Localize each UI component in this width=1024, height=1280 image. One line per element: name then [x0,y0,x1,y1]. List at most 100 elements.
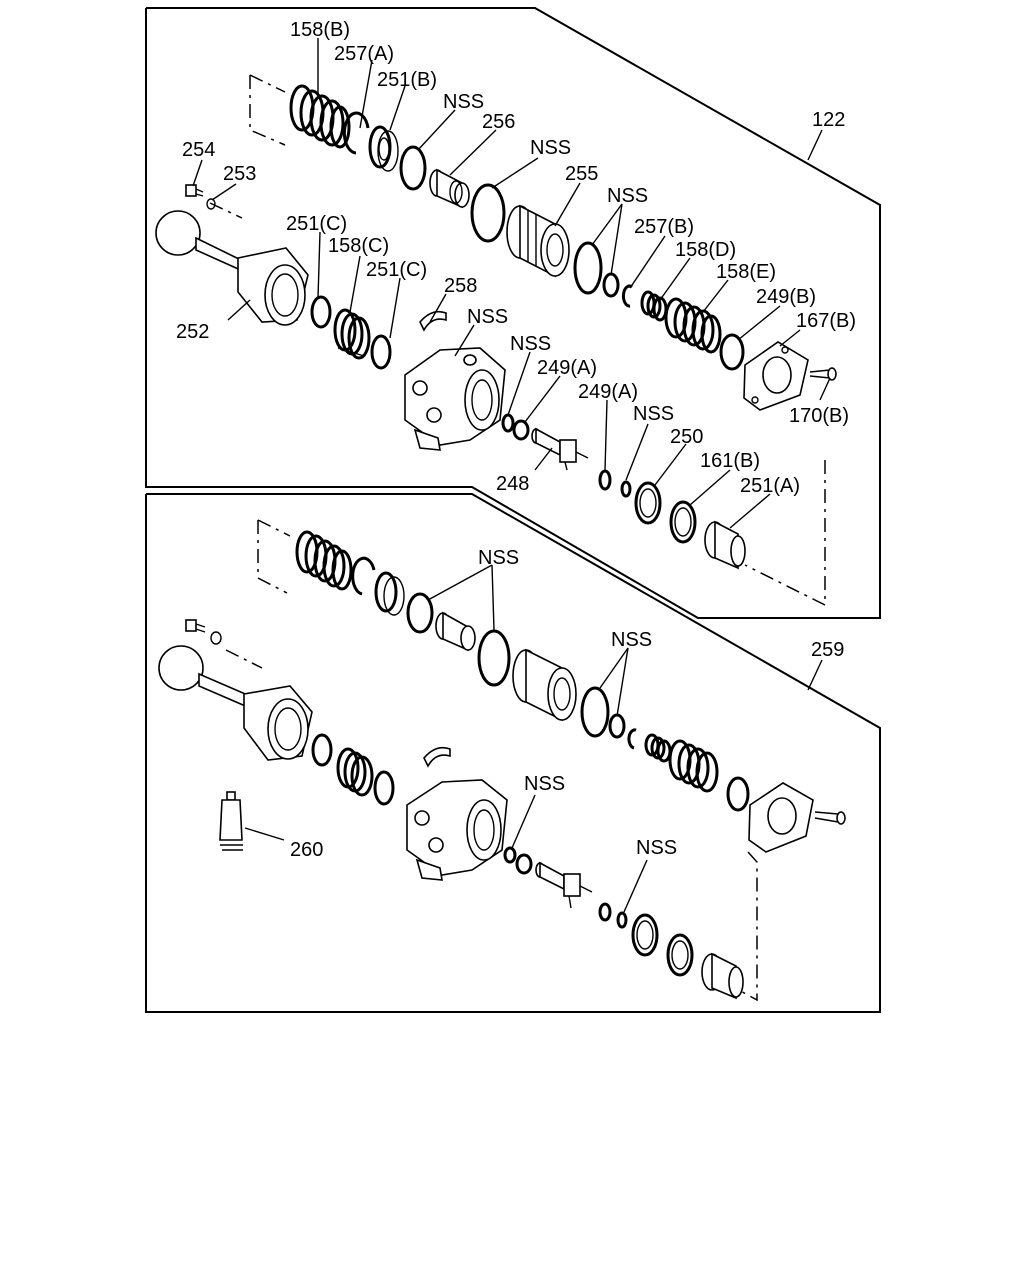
cap-icon [423,746,451,768]
label-252: 252 [176,321,209,343]
spring-small-icon [644,733,672,763]
label-251a: 251(A) [740,475,800,497]
piston-251a-icon [704,520,746,570]
lower-axis-top [257,520,288,594]
cover-167b-icon [743,341,809,411]
label-249a: 249(A) [578,381,638,403]
label-161b: 161(B) [700,450,760,472]
snap-ring-257a-icon [342,111,370,155]
housing-252-icon [155,210,309,326]
label-nss: NSS [467,306,508,328]
upper-axis-top [249,75,286,146]
valve-body-icon [404,347,506,451]
spring-158b-icon [289,84,351,149]
grease-tube-260-icon [219,791,243,851]
o-ring-icon [573,241,603,295]
washer-icon [373,770,395,806]
valve-icon [535,861,593,909]
washer-251c-right-icon [370,334,392,370]
spring-icon [668,739,719,793]
large-o-ring-icon [477,629,511,687]
o-ring-small-icon [616,911,628,929]
label-256: 256 [482,111,515,133]
spring-icon [295,530,353,591]
piston-large-icon [512,648,577,722]
snap-ring-icon [627,728,637,750]
seal-161b-icon [669,500,697,544]
washer-small-icon [210,631,222,645]
seal-250-icon [634,481,662,525]
piston-255-icon [506,204,570,278]
label-nss: NSS [530,137,571,159]
spring-icon [336,747,374,797]
piston-icon [435,611,476,652]
o-ring-249a-icon [501,413,515,433]
label-170b: 170(B) [789,405,849,427]
large-o-ring-icon [470,183,506,243]
screw-170b-icon [809,367,837,381]
label-249a: 249(A) [537,357,597,379]
label-255: 255 [565,163,598,185]
o-ring-small-icon [608,713,626,739]
upper-assembly-frame [145,7,881,619]
label-nss: NSS [611,629,652,651]
upper-axis-top-lead [249,74,286,93]
label-nss: NSS [443,91,484,113]
o-ring-249a-icon [512,419,530,441]
o-ring-icon [580,686,610,738]
piston-small-icon [701,952,744,1000]
screw-icon [814,811,846,825]
o-ring-small-icon [598,902,612,922]
label-249b: 249(B) [756,286,816,308]
washer-icon [726,776,750,812]
seal-icon [631,913,659,957]
label-259: 259 [811,639,844,661]
label-nss: NSS [524,773,565,795]
spring-158c-icon [333,308,371,360]
seal-icon [666,933,694,977]
label-122: 122 [812,109,845,131]
upper-axis-bottom [744,460,826,607]
spacer-icon [374,571,405,616]
valve-248-icon [531,427,589,471]
cover-icon [748,782,814,853]
lower-axis-pin [225,649,263,669]
washer-249b-icon [719,333,745,371]
o-ring-icon [406,592,434,634]
cap-258-icon [419,310,447,332]
label-254: 254 [182,139,215,161]
o-ring-small-icon [620,480,632,498]
snap-ring-257b-icon [621,284,633,308]
spacer-251b-icon [368,125,399,172]
spring-158e-icon [664,297,722,354]
piston-256-icon [429,168,470,209]
label-158c: 158(C) [328,235,389,257]
washer-icon [311,733,333,767]
o-ring-small-icon [503,846,517,864]
label-nss: NSS [510,333,551,355]
label-258: 258 [444,275,477,297]
label-251b: 251(B) [377,69,437,91]
washer-253-icon [206,198,216,210]
valve-body-icon [406,779,508,881]
upper-leader-lines [192,38,831,529]
label-nss: NSS [633,403,674,425]
label-158b: 158(B) [290,19,350,41]
label-nss: NSS [636,837,677,859]
label-257a: 257(A) [334,43,394,65]
washer-251c-icon [310,295,332,329]
label-248: 248 [496,473,529,495]
label-nss: NSS [607,185,648,207]
lower-leader-lines [244,564,823,913]
lower-axis-bottom [734,851,758,1002]
label-251c: 251(C) [366,259,427,281]
label-158e: 158(E) [716,261,776,283]
lower-assembly-frame [145,493,881,1013]
o-ring-249a-icon [598,469,612,491]
label-257b: 257(B) [634,216,694,238]
o-ring-icon [399,145,427,191]
label-251c: 251(C) [286,213,347,235]
bolt-icon [185,619,206,633]
label-167b: 167(B) [796,310,856,332]
